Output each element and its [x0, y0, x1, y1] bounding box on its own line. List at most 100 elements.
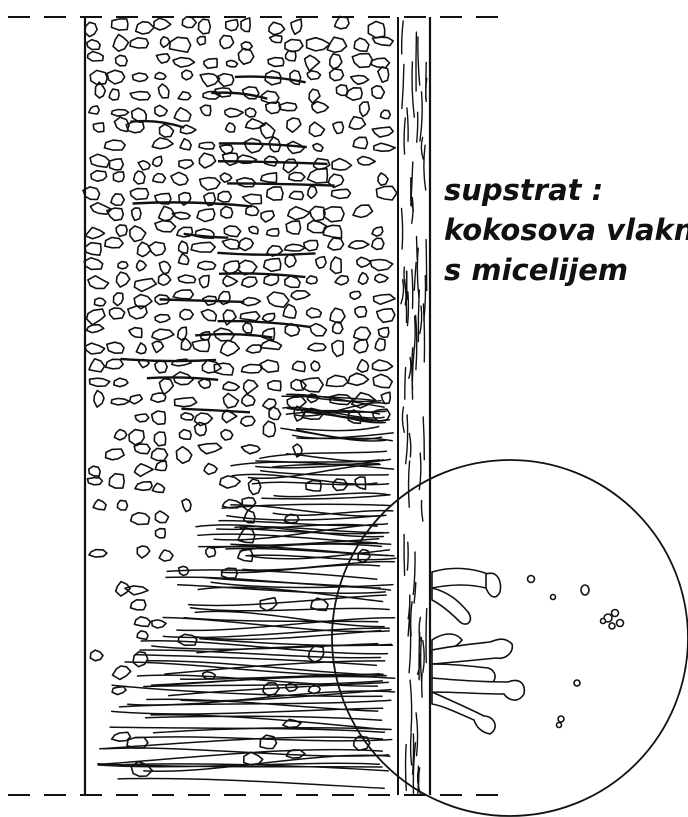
- fiber-particle: [285, 40, 303, 52]
- fiber-particle: [358, 273, 368, 285]
- fiber-particle: [200, 178, 221, 190]
- fiber-particle: [287, 118, 301, 132]
- fiber-particle: [87, 309, 105, 325]
- casing-fiber: [417, 112, 418, 142]
- fiber-particle: [90, 650, 103, 661]
- casing-fiber: [411, 734, 412, 765]
- fiber-particle: [132, 208, 141, 221]
- casing-fiber: [424, 145, 426, 190]
- fiber-particle: [200, 153, 216, 168]
- casing-fiber: [419, 617, 420, 640]
- casing-fiber: [408, 292, 409, 326]
- fiber-particle: [353, 205, 373, 217]
- fiber-particle: [131, 513, 150, 525]
- fiber-particle: [203, 672, 216, 679]
- fiber-particle: [179, 254, 189, 265]
- fiber-particle: [155, 461, 167, 470]
- label-line-1: supstrat :: [444, 170, 688, 210]
- fiber-particle: [178, 275, 195, 283]
- fiber-particle: [312, 102, 329, 114]
- casing-fiber: [421, 637, 422, 682]
- fiber-particle: [222, 239, 239, 249]
- fiber-particle: [178, 634, 197, 645]
- fiber-strand: [227, 183, 335, 185]
- fiber-particle: [333, 322, 343, 333]
- fiber-particle: [156, 529, 166, 538]
- fiber-particle: [135, 464, 154, 477]
- fiber-particle: [354, 340, 368, 353]
- fiber-particle: [158, 274, 170, 286]
- fiber-particle: [137, 631, 148, 640]
- fiber-particle: [134, 171, 145, 184]
- fiber-particle: [199, 19, 211, 34]
- fiber-particle: [85, 227, 104, 238]
- fiber-particle: [88, 276, 109, 289]
- fiber-particle: [152, 341, 163, 352]
- fiber-particle: [200, 74, 220, 87]
- fiber-strand: [219, 273, 305, 277]
- casing-fiber: [418, 768, 419, 791]
- fiber-particle: [268, 381, 281, 391]
- fiber-particle: [118, 262, 128, 269]
- casing-fiber: [402, 209, 403, 250]
- fiber-particle: [227, 60, 238, 66]
- fiber-particle: [372, 227, 383, 236]
- fiber-particle: [130, 395, 143, 404]
- fiber-particle: [305, 55, 320, 71]
- fiber-particle: [153, 174, 166, 183]
- fiber-particle: [125, 586, 148, 595]
- fiber-particle: [159, 550, 173, 561]
- fiber-particle: [182, 499, 191, 512]
- fiber-particle: [309, 646, 324, 663]
- fiber-particle: [311, 361, 320, 371]
- casing-fiber: [426, 609, 427, 663]
- fiber-particle: [244, 138, 263, 153]
- fiber-particle: [260, 735, 276, 748]
- casing-fiber: [407, 108, 408, 141]
- fiber-particle: [158, 84, 169, 98]
- mushroom-cluster: [432, 568, 624, 734]
- fiber-particle: [132, 108, 147, 121]
- fiber-particle: [221, 430, 233, 441]
- fiber-particle: [130, 38, 148, 48]
- fiber-particle: [240, 312, 259, 321]
- casing-fiber: [412, 270, 413, 309]
- fiber-particle: [130, 226, 146, 242]
- fiber-particle: [88, 52, 104, 62]
- fiber-particle: [357, 360, 368, 373]
- fiber-particle: [269, 407, 281, 419]
- fiber-particle: [262, 313, 274, 321]
- fiber-particle: [269, 22, 285, 35]
- fiber-particle: [291, 291, 310, 300]
- fiber-particle: [244, 380, 258, 394]
- fiber-particle: [289, 191, 303, 199]
- mycelium-strand: [222, 565, 380, 573]
- fiber-particle: [375, 338, 385, 350]
- fiber-particle: [109, 474, 124, 488]
- casing-fiber: [409, 461, 410, 507]
- fiber-particle: [171, 172, 188, 185]
- fiber-particle: [93, 123, 104, 132]
- spore: [557, 723, 562, 728]
- fiber-particle: [242, 364, 262, 373]
- fiber-particle: [114, 378, 128, 387]
- fiber-particle: [346, 88, 362, 100]
- fiber-particle: [270, 35, 282, 42]
- fiber-particle: [172, 212, 190, 219]
- fiber-particle: [266, 102, 281, 113]
- spore: [601, 619, 606, 624]
- fiber-particle: [327, 37, 347, 52]
- fiber-particle: [152, 138, 173, 149]
- fiber-particle: [89, 359, 105, 372]
- fiber-particle: [84, 258, 103, 270]
- fiber-particle: [155, 315, 170, 323]
- casing-fiber: [426, 240, 427, 291]
- fiber-particle: [377, 309, 395, 323]
- casing-fiber: [401, 280, 404, 304]
- fiber-particle: [243, 194, 262, 204]
- fiber-particle: [333, 122, 344, 133]
- fiber-particle: [176, 447, 191, 464]
- fiber-particle: [246, 345, 261, 353]
- fiber-particle: [354, 327, 371, 339]
- fiber-particle: [87, 40, 100, 50]
